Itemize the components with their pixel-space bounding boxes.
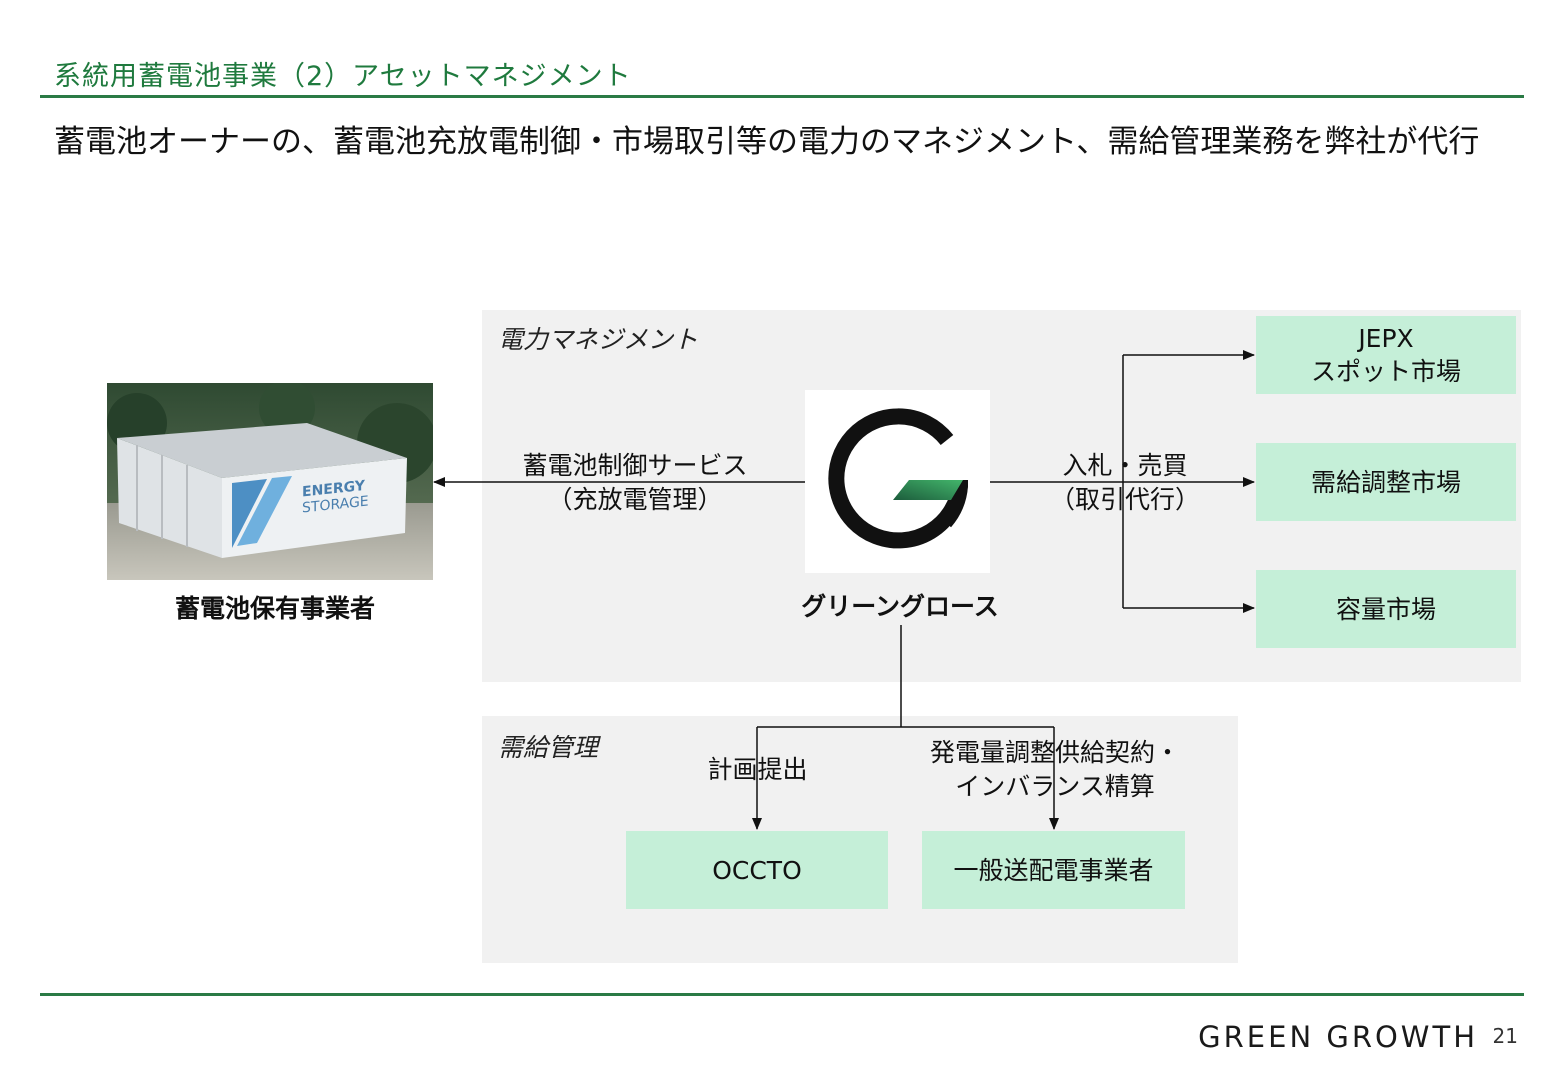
plan-submission-label: 計画提出 (707, 755, 808, 784)
brand-wordmark: GREEN GROWTH (1198, 1020, 1478, 1054)
market-balancing: 需給調整市場 (1256, 443, 1516, 521)
power-management-label: 電力マネジメント (498, 325, 699, 354)
control-service-label: 蓄電池制御サービス （充放電管理） (522, 451, 748, 514)
transmission-operator-box: 一般送配電事業者 (922, 831, 1185, 909)
contract-label: 発電量調整供給契約・ インバランス精算 (929, 738, 1180, 801)
company-label: グリーングロース (801, 592, 999, 621)
header-divider (40, 95, 1524, 98)
owner-label: 蓄電池保有事業者 (174, 594, 375, 623)
green-growth-logo-icon (828, 408, 968, 549)
footer-divider (40, 993, 1524, 996)
market-jepx: JEPX スポット市場 (1256, 316, 1516, 394)
trade-label: 入札・売買 （取引代行） (1049, 451, 1200, 514)
headline: 蓄電池オーナーの、蓄電池充放電制御・市場取引等の電力のマネジメント、需給管理業務… (54, 124, 1480, 160)
company-logo (805, 390, 990, 573)
occto-box: OCCTO (626, 831, 888, 909)
page-number: 21 (1492, 1024, 1518, 1048)
energy-storage-photo: ENERGY STORAGE (107, 383, 433, 580)
supply-demand-label: 需給管理 (498, 733, 599, 762)
market-capacity: 容量市場 (1256, 570, 1516, 648)
section-title: 系統用蓄電池事業（2）アセットマネジメント (54, 61, 632, 92)
